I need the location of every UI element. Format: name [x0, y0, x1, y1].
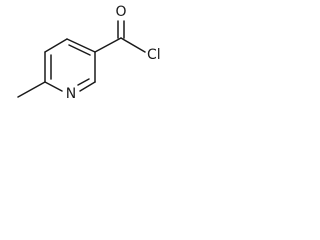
ring-bond-c2-c3 [44, 38, 68, 53]
carbonyl-ring-bond [94, 37, 122, 53]
chlorine-atom-label: Cl [147, 47, 161, 63]
ring-bond-c5-n [79, 81, 96, 92]
oxygen-atom-label: O [115, 4, 126, 20]
ring-bond-c3-c4 [66, 38, 96, 53]
ring-bond-n-c1 [44, 81, 63, 92]
carbon-chlorine-bond [120, 37, 146, 53]
chemical-structure: O Cl N [17, 4, 161, 102]
nitrogen-atom-label: N [66, 86, 76, 102]
ring-double-bond-inner-bottom [77, 78, 90, 86]
ring-double-bond-inner-top [68, 44, 91, 56]
methyl-bond [17, 81, 46, 98]
